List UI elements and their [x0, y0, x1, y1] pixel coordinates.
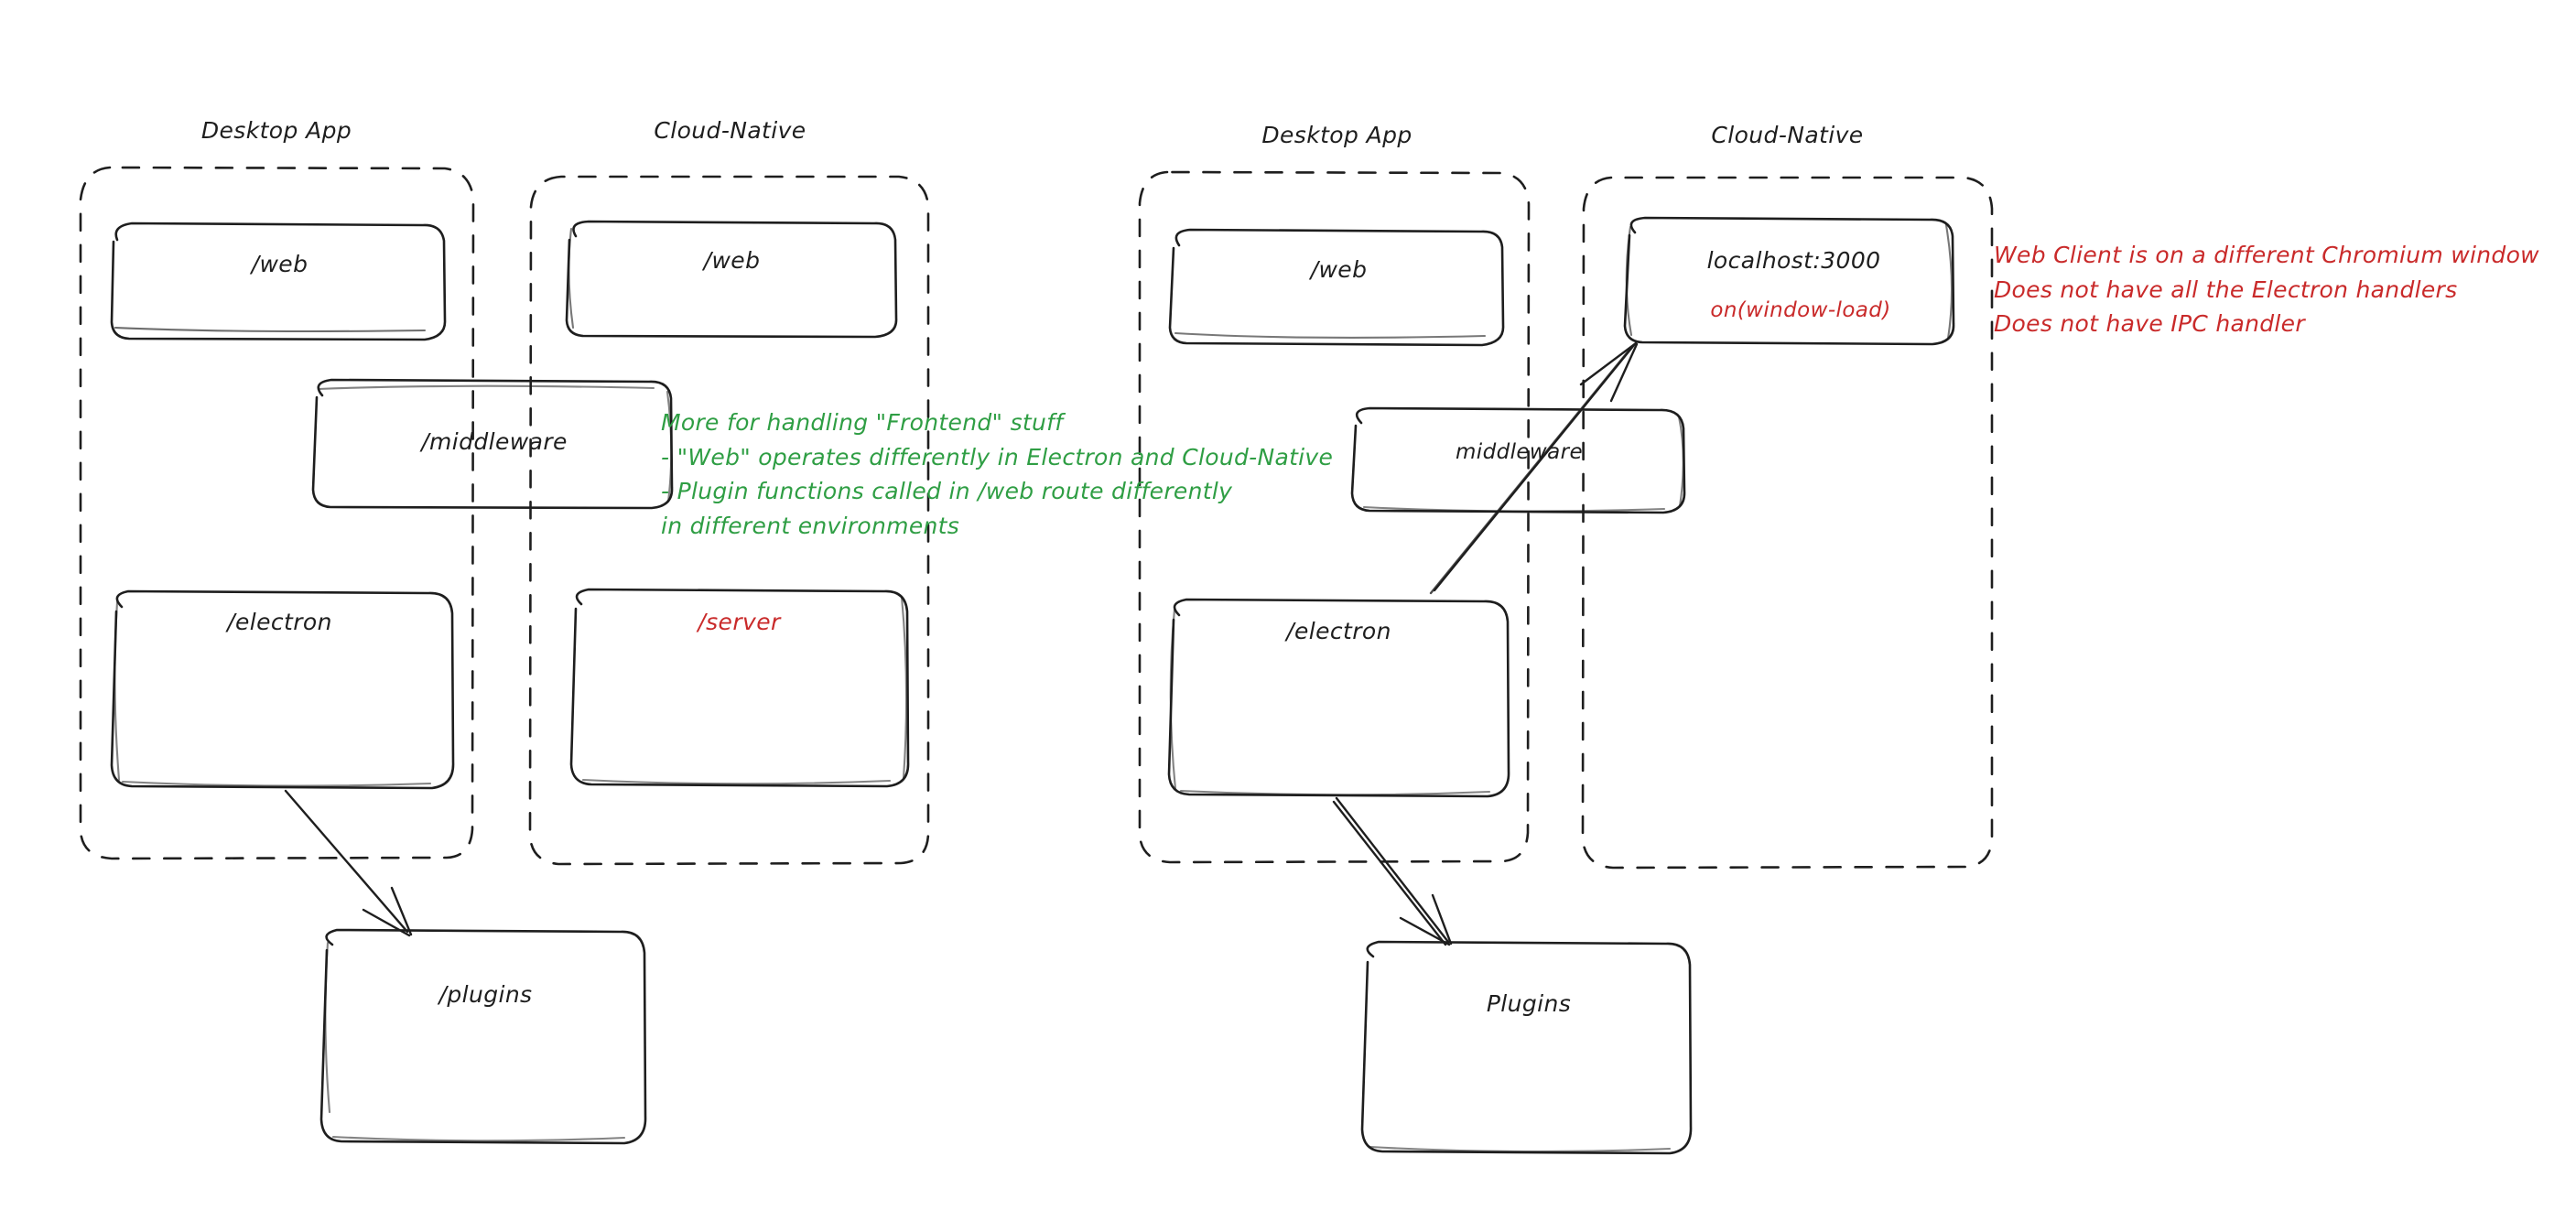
right-cloud-native-group [1581, 176, 1994, 870]
right-electron-to-plugins-arrow [1332, 796, 1453, 946]
right-desktop-app-group-title: Desktop App [1261, 122, 1412, 148]
right-cloud-native-group-title: Cloud-Native [1711, 122, 1864, 148]
left-cloud-web-label: /web [703, 247, 761, 274]
right-electron-box[interactable] [1167, 598, 1510, 798]
right-desktop-web-box[interactable] [1168, 228, 1505, 347]
left-cloud-web-box[interactable] [565, 220, 898, 339]
left-desktop-app-group-title: Desktop App [200, 117, 352, 144]
left-cloud-native-group [528, 175, 930, 866]
left-plugins-box[interactable] [319, 928, 647, 1145]
right-desktop-app-group [1138, 170, 1531, 864]
right-plugins-label: Plugins [1486, 990, 1572, 1017]
left-electron-label: /electron [227, 609, 332, 635]
left-desktop-web-box[interactable] [110, 222, 447, 341]
right-plugins-box[interactable] [1360, 940, 1693, 1155]
right-localhost-box[interactable] [1623, 216, 1955, 346]
left-cloud-native-group-title: Cloud-Native [654, 117, 806, 144]
right-localhost-sublabel: on(window-load) [1710, 298, 1891, 322]
right-middleware-box[interactable] [1350, 406, 1686, 514]
left-server-box[interactable] [569, 588, 910, 788]
left-plugins-label: /plugins [438, 981, 533, 1008]
left-electron-to-plugins-arrow [284, 789, 413, 937]
right-localhost-label: localhost:3000 [1706, 247, 1881, 274]
left-electron-box[interactable] [110, 589, 455, 790]
right-red-annotation: Web Client is on a different Chromium wi… [1994, 242, 2539, 337]
right-electron-to-localhost-arrow [1429, 341, 1639, 595]
left-desktop-app-group [79, 166, 475, 860]
left-middleware-label: /middleware [421, 428, 568, 455]
right-desktop-web-label: /web [1310, 256, 1368, 283]
left-server-label: /server [698, 609, 781, 635]
left-desktop-web-label: /web [251, 251, 308, 277]
right-electron-label: /electron [1286, 618, 1391, 644]
left-green-annotation: More for handling "Frontend" stuff - "We… [661, 409, 1334, 539]
left-middleware-box[interactable] [311, 378, 674, 510]
right-middleware-label: middleware [1455, 440, 1584, 464]
